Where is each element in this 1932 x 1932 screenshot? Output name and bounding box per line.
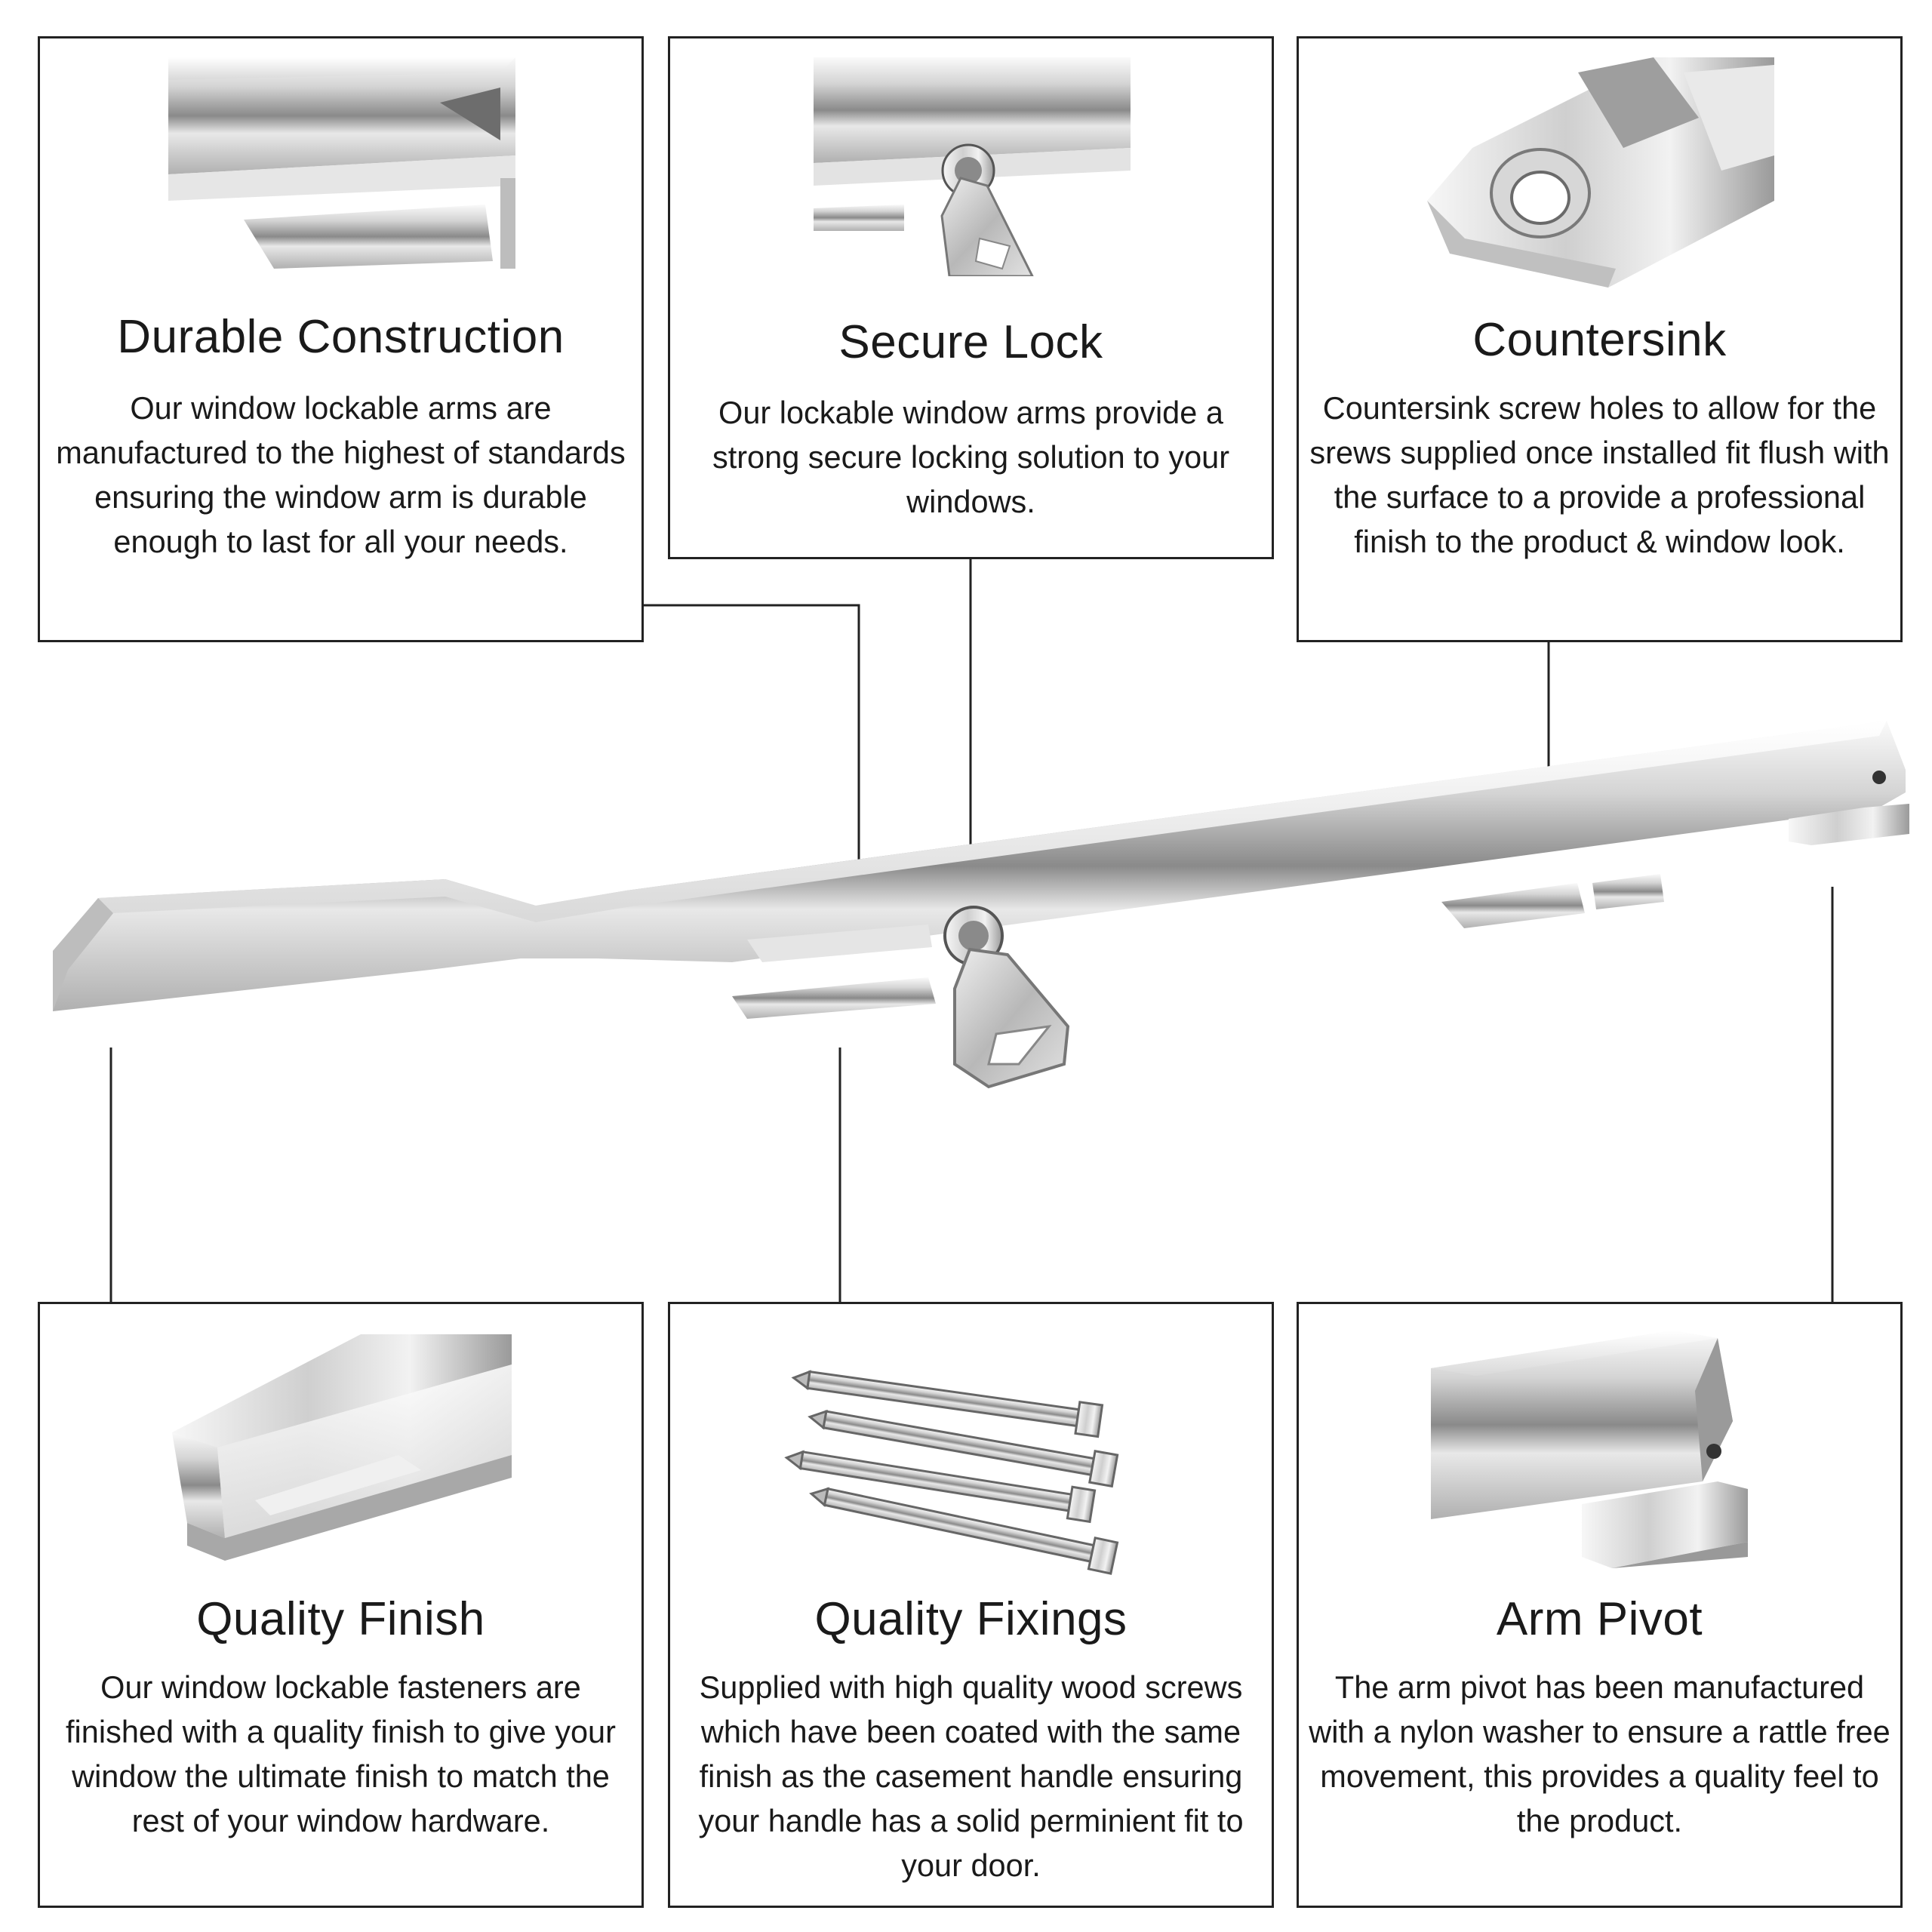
panel-description: The arm pivot has been manufactured with… <box>1309 1669 1890 1838</box>
panel-title: Quality Finish <box>196 1593 485 1645</box>
panel-description: Our window lockable fasteners are finish… <box>66 1669 616 1838</box>
panel-description: Our window lockable arms are manufacture… <box>56 390 626 559</box>
panel-description: Supplied with high quality wood screws w… <box>698 1669 1244 1883</box>
lock-with-key-closeup-image <box>814 57 1131 276</box>
panel-title: Quality Fixings <box>814 1593 1128 1645</box>
panel-title: Secure Lock <box>838 316 1103 368</box>
feature-panel-arm-pivot: Arm Pivot The arm pivot has been manufac… <box>1297 1302 1903 1908</box>
panel-title: Countersink <box>1472 314 1727 366</box>
panel-title: Arm Pivot <box>1496 1593 1703 1645</box>
lock-key-image <box>953 947 1070 1089</box>
panel-description: Countersink screw holes to allow for the… <box>1309 390 1890 559</box>
feature-panel-quality-fixings: Quality Fixings Supplied with high quali… <box>668 1302 1274 1908</box>
arm-tip-closeup-image <box>172 1334 512 1561</box>
feature-panel-countersink: Countersink Countersink screw holes to a… <box>1297 36 1903 642</box>
feature-panel-durable-construction: Durable Construction Our window lockable… <box>38 36 644 642</box>
pivot-closeup-image <box>1431 1331 1778 1568</box>
feature-panel-secure-lock: Secure Lock Our lockable window arms pro… <box>668 36 1274 559</box>
feature-panel-quality-finish: Quality Finish Our window lockable faste… <box>38 1302 644 1908</box>
arm-end-closeup-image <box>168 57 515 269</box>
wood-screws-image <box>776 1364 1168 1591</box>
countersink-hole-closeup-image <box>1427 57 1774 288</box>
panel-title: Durable Construction <box>117 311 565 363</box>
product-window-stay-image <box>53 709 1909 1162</box>
panel-description: Our lockable window arms provide a stron… <box>712 395 1230 519</box>
